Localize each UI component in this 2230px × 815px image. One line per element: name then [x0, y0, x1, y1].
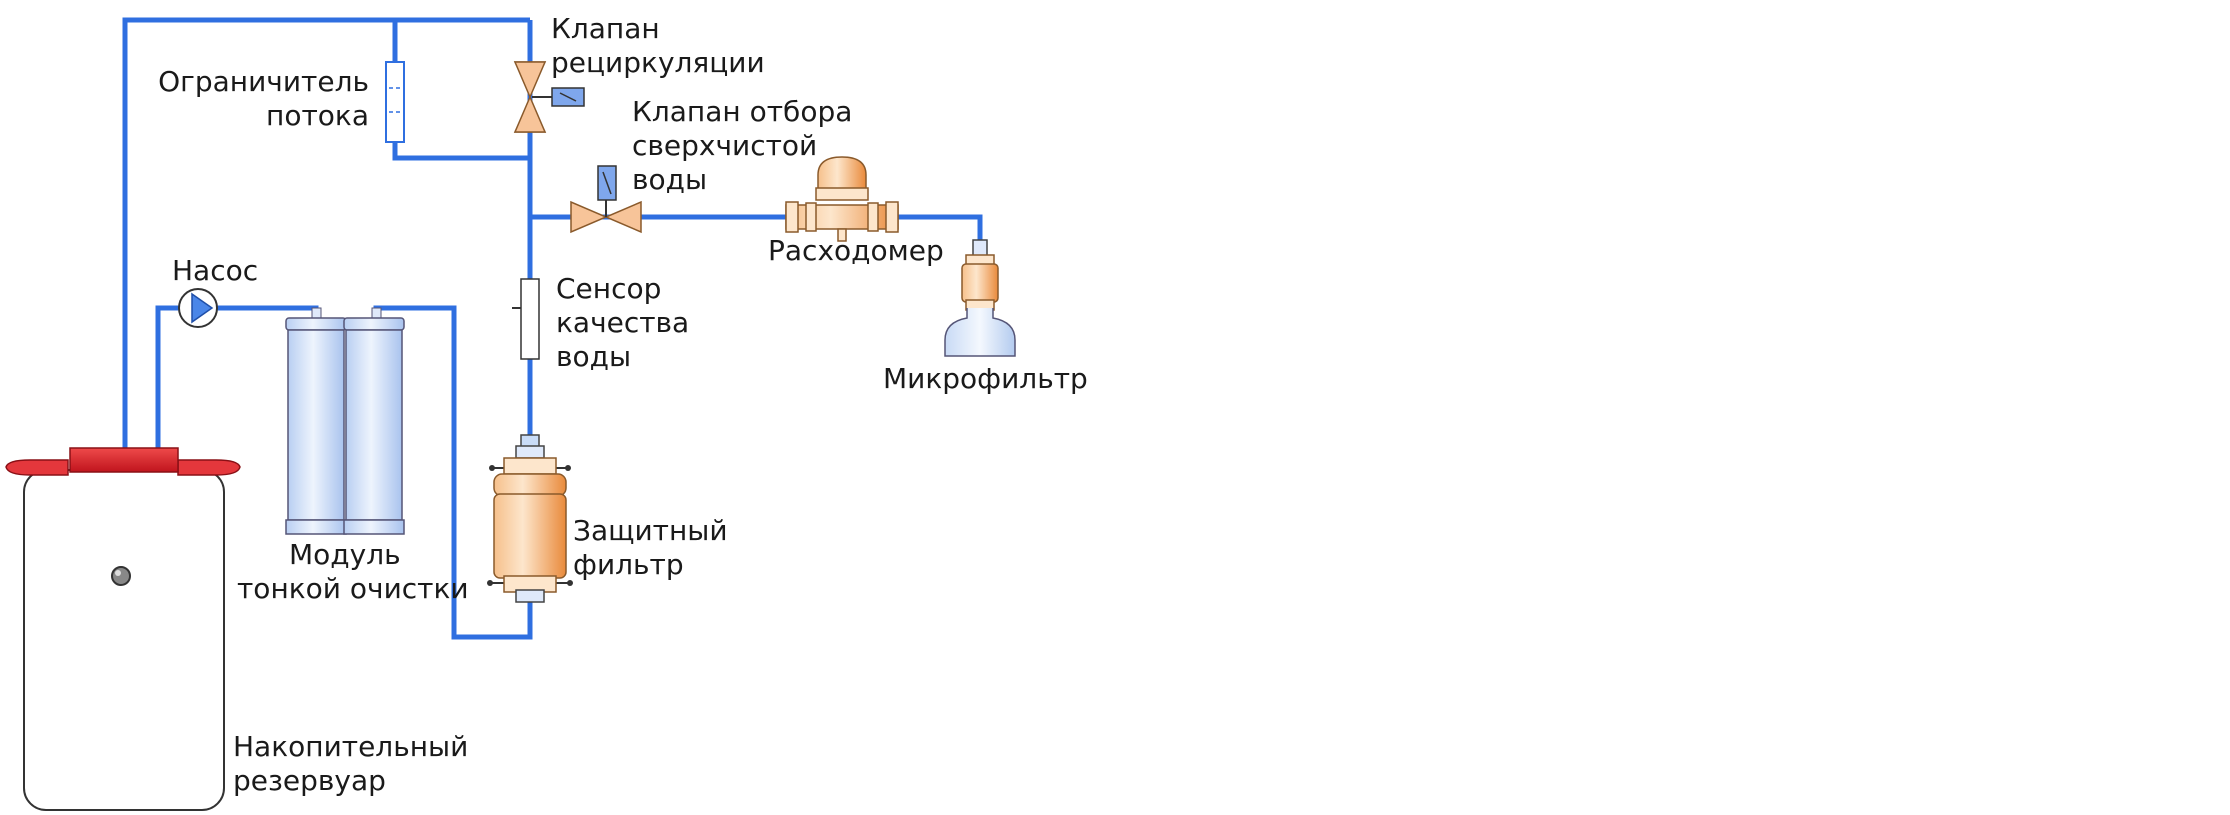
- label-dispense-valve-line1: Клапан отбора: [632, 95, 852, 128]
- flow-limiter: [385, 61, 405, 143]
- label-sensor-line2: качества: [556, 306, 689, 339]
- guard-filter-icon: [493, 493, 567, 579]
- module-cartridge-right: [345, 329, 403, 521]
- polishing-module: [285, 307, 405, 535]
- microfilter: [944, 239, 1016, 357]
- label-sensor-line1: Сенсор: [556, 272, 661, 305]
- labels: Клапан рециркуляции Ограничитель потока …: [158, 12, 1088, 797]
- tank-level-sensor: [111, 566, 131, 586]
- flowmeter: [785, 156, 899, 242]
- tank-cap: [69, 447, 179, 473]
- label-dispense-valve-line2: сверхчистой: [632, 129, 817, 162]
- tank-handle-left: [5, 459, 69, 476]
- quality-sensor: [512, 278, 540, 360]
- microfilter-flask: [944, 308, 1016, 357]
- dispense-valve-icon: [570, 200, 608, 234]
- label-recirc-valve-line1: Клапан: [551, 12, 660, 45]
- tank-body: [23, 469, 225, 811]
- label-tank-line1: Накопительный: [233, 730, 468, 763]
- guard-filter: [487, 434, 573, 603]
- module-cartridge-left: [287, 329, 345, 521]
- label-pump: Насос: [172, 254, 258, 287]
- storage-tank: [5, 447, 241, 811]
- quality-sensor-icon: [520, 278, 540, 360]
- label-sensor-line3: воды: [556, 340, 631, 373]
- label-flowmeter: Расходомер: [768, 234, 944, 267]
- pump: [178, 288, 218, 328]
- tank-handle-right: [177, 459, 241, 476]
- flow-limiter-icon: [385, 61, 405, 143]
- microfilter-icon: [961, 263, 999, 303]
- label-module-line2: тонкой очистки: [237, 572, 469, 605]
- recirculation-valve: [513, 61, 585, 133]
- label-guard-filter-line2: фильтр: [573, 548, 684, 581]
- dispense-valve: [570, 165, 642, 234]
- label-module-line1: Модуль: [289, 538, 401, 571]
- flowmeter-icon: [817, 156, 867, 191]
- label-dispense-valve-line3: воды: [632, 163, 707, 196]
- label-guard-filter-line1: Защитный: [573, 514, 728, 547]
- label-flow-limiter-line1: Ограничитель: [158, 65, 369, 98]
- label-recirc-valve-line2: рециркуляции: [551, 46, 765, 79]
- label-flow-limiter-line2: потока: [266, 99, 369, 132]
- label-tank-line2: резервуар: [233, 764, 386, 797]
- label-microfilter: Микрофильтр: [883, 362, 1088, 395]
